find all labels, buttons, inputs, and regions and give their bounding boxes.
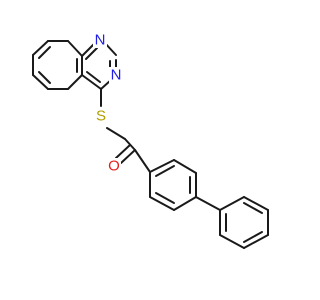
bond-ph1-4: [173, 196, 197, 211]
bond-ph2-double-1: [243, 202, 263, 214]
atom-n1: N: [93, 32, 107, 49]
atom-o: O: [107, 158, 121, 175]
atom-s: S: [94, 108, 108, 125]
bond-benzo-3: [67, 40, 83, 57]
bond-pyr-double-3: [86, 71, 101, 83]
atom-n1-label: N: [95, 32, 106, 49]
bond-benzo-1: [32, 40, 49, 56]
bond-ph2-4: [243, 234, 269, 249]
bond-benzo-double-1: [38, 46, 51, 59]
atom-n2-label: N: [111, 67, 122, 84]
bond-s-ch2: [106, 127, 126, 140]
bond-benzo-5: [67, 74, 83, 90]
atom-o-label: O: [108, 158, 120, 175]
bond-biphenyl-link: [195, 196, 221, 211]
bond-co-double-b: [115, 144, 131, 159]
bond-pyr-5: [81, 74, 102, 90]
atom-n2: N: [109, 67, 123, 84]
atom-s-label: S: [96, 108, 106, 125]
molecule-structure-diagram: N N S O: [32, 32, 269, 249]
bond-ph1-5: [149, 196, 175, 211]
bond-ph2-1: [219, 196, 245, 211]
bond-ph1-double-1: [155, 165, 175, 177]
bond-benzo-7: [32, 74, 49, 90]
bond-co-phenyl: [134, 149, 151, 173]
bond-pyr-double-1: [85, 47, 98, 60]
bond-ph2-2: [243, 196, 269, 211]
bond-ph2-double-2: [243, 231, 263, 243]
bond-ph1-2: [173, 159, 197, 174]
bond-co-double-a: [120, 149, 136, 164]
bond-ph1-1: [149, 159, 175, 173]
bond-ph1-double-3: [155, 192, 175, 204]
bond-benzo-double-2: [38, 71, 51, 84]
bond-ph2-5: [219, 234, 245, 249]
